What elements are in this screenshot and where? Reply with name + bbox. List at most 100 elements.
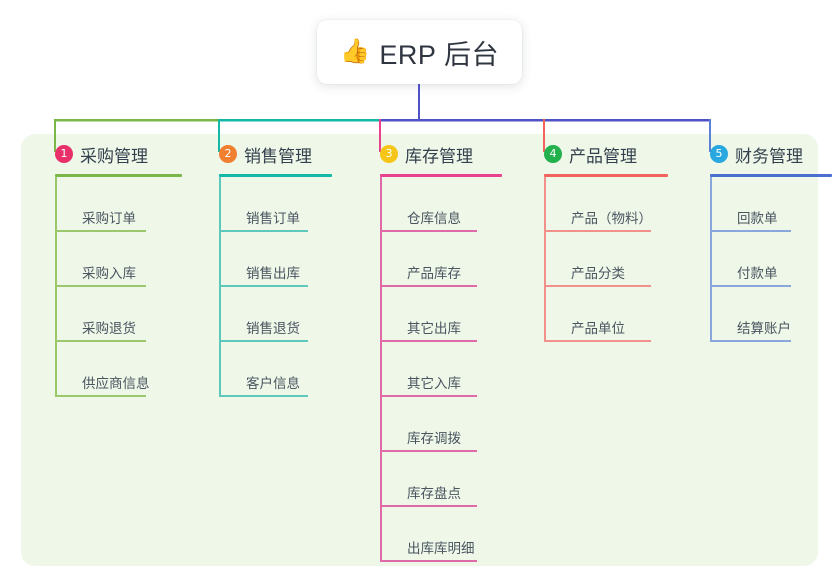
leaf-item-rule [545, 340, 651, 342]
leaf-item-rule [56, 395, 146, 397]
leaf-item-label: 库存盘点 [407, 486, 461, 501]
column-items-2: 销售订单销售出库销售退货客户信息 [219, 177, 362, 397]
leaf-item[interactable]: 结算账户 [711, 287, 823, 342]
column-badge-5: 5 [710, 145, 728, 163]
leaf-item[interactable]: 客户信息 [220, 342, 362, 397]
leaf-item-rule [711, 285, 791, 287]
leaf-item-rule [711, 340, 791, 342]
column-badge-1: 1 [55, 145, 73, 163]
column-badge-3: 3 [380, 145, 398, 163]
leaf-item[interactable]: 产品单位 [545, 287, 702, 342]
connector-bar-1-2 [53, 119, 221, 122]
connector-bar-3-5 [378, 119, 712, 122]
leaf-item-rule [381, 230, 477, 232]
leaf-item-rule [381, 395, 477, 397]
leaf-item-label: 其它入库 [407, 376, 461, 391]
column-3: 3 库存管理仓库信息产品库存其它出库其它入库库存调拨库存盘点出库库明细 [363, 134, 538, 562]
leaf-item-rule [545, 285, 651, 287]
leaf-item-rule [381, 560, 477, 562]
column-title-2: 销售管理 [244, 146, 312, 166]
column-rule-2 [219, 174, 332, 177]
leaf-item-rule [56, 285, 146, 287]
leaf-item[interactable]: 其它出库 [381, 287, 538, 342]
connector-bar-2-3 [217, 119, 382, 122]
leaf-item[interactable]: 采购入库 [56, 232, 198, 287]
column-badge-2: 2 [219, 145, 237, 163]
leaf-item-label: 采购订单 [82, 211, 136, 226]
column-header-3[interactable]: 3 库存管理 [363, 134, 538, 174]
leaf-item-label: 产品（物料） [571, 211, 652, 226]
column-header-5[interactable]: 5 财务管理 [693, 134, 823, 174]
leaf-item[interactable]: 供应商信息 [56, 342, 198, 397]
leaf-item-label: 供应商信息 [82, 376, 150, 391]
leaf-item-label: 付款单 [737, 266, 778, 281]
column-1: 1 采购管理采购订单采购入库采购退货供应商信息 [38, 134, 198, 397]
leaf-item[interactable]: 采购订单 [56, 177, 198, 232]
leaf-item-rule [381, 505, 477, 507]
leaf-item-label: 采购退货 [82, 321, 136, 336]
leaf-item-label: 出库库明细 [407, 541, 475, 556]
leaf-item[interactable]: 付款单 [711, 232, 823, 287]
leaf-item[interactable]: 库存调拨 [381, 397, 538, 452]
column-4: 4 产品管理产品（物料） 产品分类产品单位 [527, 134, 702, 342]
leaf-item-label: 采购入库 [82, 266, 136, 281]
column-title-3: 库存管理 [405, 146, 473, 166]
leaf-item[interactable]: 销售订单 [220, 177, 362, 232]
leaf-item[interactable]: 库存盘点 [381, 452, 538, 507]
column-title-4: 产品管理 [569, 146, 637, 166]
leaf-item-rule [56, 340, 146, 342]
column-5: 5 财务管理回款单付款单结算账户 [693, 134, 832, 342]
leaf-item-label: 仓库信息 [407, 211, 461, 226]
connector-stem [417, 84, 421, 122]
column-rule-1 [55, 174, 182, 177]
column-badge-4: 4 [544, 145, 562, 163]
leaf-item-label: 产品单位 [571, 321, 625, 336]
column-items-3: 仓库信息产品库存其它出库其它入库库存调拨库存盘点出库库明细 [380, 177, 538, 562]
leaf-item[interactable]: 出库库明细 [381, 507, 538, 562]
leaf-item[interactable]: 销售退货 [220, 287, 362, 342]
column-header-1[interactable]: 1 采购管理 [38, 134, 198, 174]
column-2: 2 销售管理销售订单销售出库销售退货客户信息 [202, 134, 362, 397]
column-header-2[interactable]: 2 销售管理 [202, 134, 362, 174]
leaf-item-rule [381, 285, 477, 287]
leaf-item[interactable]: 产品分类 [545, 232, 702, 287]
column-title-5: 财务管理 [735, 146, 803, 166]
column-items-1: 采购订单采购入库采购退货供应商信息 [55, 177, 198, 397]
leaf-item[interactable]: 产品库存 [381, 232, 538, 287]
root-title-text: ERP 后台 [379, 39, 499, 70]
columns-container: 1 采购管理采购订单采购入库采购退货供应商信息 2 销售管理销售订单销售出库销售退货客… [21, 134, 832, 566]
diagram-panel [21, 134, 818, 566]
column-spine-2 [219, 177, 221, 397]
leaf-item[interactable]: 销售出库 [220, 232, 362, 287]
leaf-item-label: 产品分类 [571, 266, 625, 281]
leaf-item-rule [545, 230, 651, 232]
root-node-card[interactable]: 👍 ERP 后台 [317, 20, 522, 84]
leaf-item-rule [711, 230, 791, 232]
leaf-item-label: 销售出库 [246, 266, 300, 281]
column-spine-3 [380, 177, 382, 562]
leaf-item-label: 其它出库 [407, 321, 461, 336]
column-items-4: 产品（物料） 产品分类产品单位 [544, 177, 702, 342]
leaf-item[interactable]: 仓库信息 [381, 177, 538, 232]
column-spine-4 [544, 177, 546, 342]
column-title-1: 采购管理 [80, 146, 148, 166]
leaf-item[interactable]: 采购退货 [56, 287, 198, 342]
column-header-4[interactable]: 4 产品管理 [527, 134, 702, 174]
thumbs-up-icon: 👍 [340, 38, 371, 65]
leaf-item[interactable]: 产品（物料） [545, 177, 702, 232]
column-spine-1 [55, 177, 57, 397]
column-rule-5 [710, 174, 832, 177]
leaf-item-rule [220, 230, 308, 232]
leaf-item-rule [381, 450, 477, 452]
leaf-item-label: 销售订单 [246, 211, 300, 226]
root-title: 👍 ERP 后台 [340, 33, 499, 72]
column-spine-5 [710, 177, 712, 342]
leaf-item[interactable]: 回款单 [711, 177, 823, 232]
leaf-item[interactable]: 其它入库 [381, 342, 538, 397]
leaf-item-label: 客户信息 [246, 376, 300, 391]
leaf-item-label: 销售退货 [246, 321, 300, 336]
leaf-item-label: 库存调拨 [407, 431, 461, 446]
leaf-item-label: 结算账户 [737, 321, 791, 336]
column-rule-3 [380, 174, 502, 177]
leaf-item-label: 产品库存 [407, 266, 461, 281]
